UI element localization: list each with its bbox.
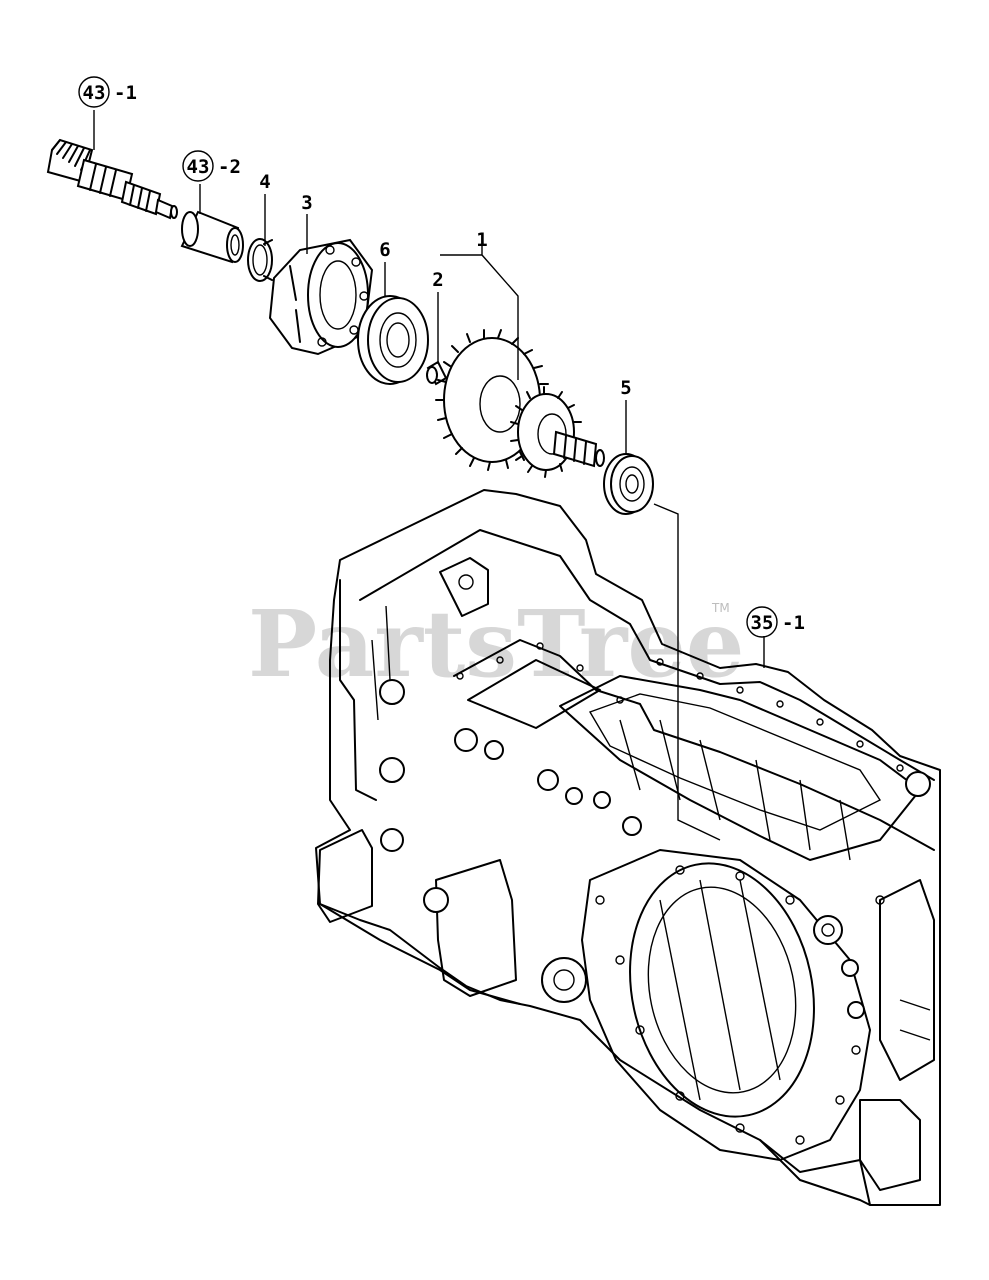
callout-number: 6 xyxy=(379,239,390,261)
gear-assembly-part-1[interactable] xyxy=(435,329,605,478)
callout-3: 3 xyxy=(301,192,312,214)
callout-suffix: -2 xyxy=(218,156,241,178)
callout-2: 2 xyxy=(432,269,443,291)
callout-number: 43 xyxy=(187,156,210,178)
callout-suffix: -1 xyxy=(782,612,805,634)
watermark-trademark: TM xyxy=(711,601,730,615)
callout-43-1: 43 -1 xyxy=(78,76,137,108)
ball-bearing-part-6[interactable] xyxy=(357,295,429,385)
callout-35-1: 35 -1 xyxy=(746,606,805,638)
callout-number: 2 xyxy=(432,269,443,291)
callout-number: 43 xyxy=(83,82,106,104)
callout-circle xyxy=(746,606,778,638)
callout-circle xyxy=(78,76,110,108)
transmission-housing-part-35-1[interactable] xyxy=(315,489,941,1206)
bearing-holder-part-3[interactable] xyxy=(268,238,374,356)
callout-4: 4 xyxy=(259,171,270,193)
callout-number: 5 xyxy=(620,377,631,399)
callout-number: 3 xyxy=(301,192,312,214)
pin-part-2[interactable] xyxy=(426,360,448,386)
callout-1: 1 xyxy=(476,229,487,251)
callout-6: 6 xyxy=(379,239,390,261)
callout-number: 35 xyxy=(751,612,774,634)
callout-circle xyxy=(182,150,214,182)
callout-number: 4 xyxy=(259,171,270,193)
callout-number: 1 xyxy=(476,229,487,251)
watermark-text: PartsTree xyxy=(248,590,744,698)
snap-ring-part-4[interactable] xyxy=(247,238,273,282)
callout-5: 5 xyxy=(620,377,631,399)
callout-43-2: 43 -2 xyxy=(182,150,241,182)
callout-suffix: -1 xyxy=(114,82,137,104)
sleeve-part-43-2[interactable] xyxy=(180,210,244,264)
ball-bearing-part-5[interactable] xyxy=(603,453,654,515)
leader-lines xyxy=(93,110,765,841)
shaft-part-43-1[interactable] xyxy=(46,138,178,220)
